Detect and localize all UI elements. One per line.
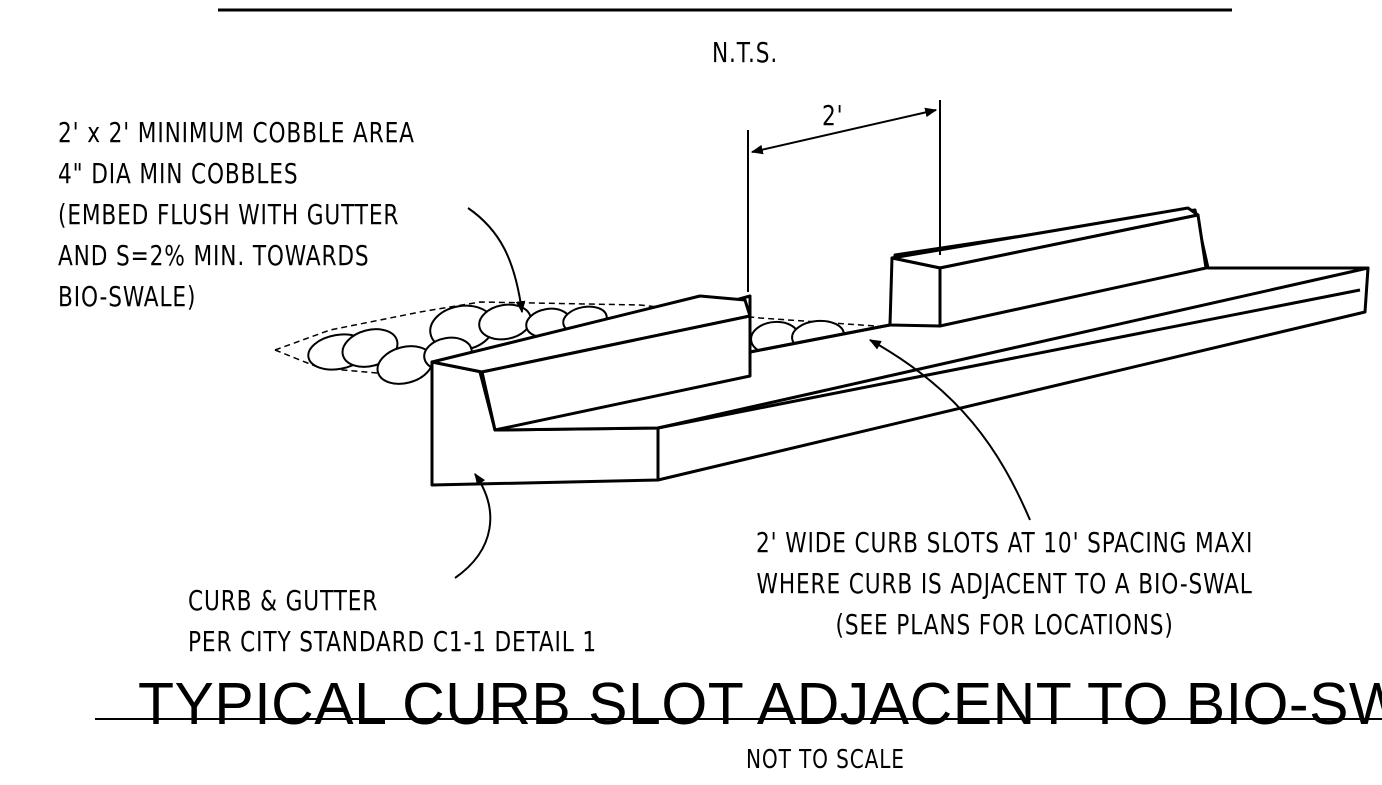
curb-slot-note: 2' WIDE CURB SLOTS AT 10' SPACING MAXI W…: [756, 522, 1253, 645]
cobble-note-line: 4" DIA MIN COBBLES: [58, 157, 299, 190]
dimension-label: 2': [822, 99, 844, 132]
scale-label: NOT TO SCALE: [746, 745, 905, 775]
nts-label: N.T.S.: [712, 36, 779, 69]
cobble-area-outline: [274, 301, 891, 351]
curb-note-line: CURB & GUTTER: [188, 584, 379, 617]
cobble-note: 2' x 2' MINIMUM COBBLE AREA 4" DIA MIN C…: [58, 112, 415, 317]
slot-note-line: WHERE CURB IS ADJACENT TO A BIO-SWAL: [756, 567, 1253, 600]
cobble-note-line: (EMBED FLUSH WITH GUTTER: [58, 198, 400, 231]
slot-leader: [868, 339, 1031, 521]
curb-gutter-note: CURB & GUTTER PER CITY STANDARD C1-1 DET…: [188, 580, 597, 662]
curb-leader: [454, 473, 492, 579]
cobble-note-line: 2' x 2' MINIMUM COBBLE AREA: [58, 116, 415, 149]
cobble-note-line: AND S=2% MIN. TOWARDS: [58, 239, 370, 272]
cobble-leader: [467, 207, 526, 314]
curb-and-gutter: [430, 206, 1370, 487]
slot-note-line: (SEE PLANS FOR LOCATIONS): [835, 608, 1174, 641]
curb-note-line: PER CITY STANDARD C1-1 DETAIL 1: [188, 625, 598, 658]
detail-title: TYPICAL CURB SLOT ADJACENT TO BIO-SW: [138, 671, 1382, 737]
slot-note-line: 2' WIDE CURB SLOTS AT 10' SPACING MAXI: [756, 526, 1254, 559]
cobble-note-line: BIO-SWALE): [58, 280, 197, 313]
slot-dimension: [747, 100, 941, 292]
